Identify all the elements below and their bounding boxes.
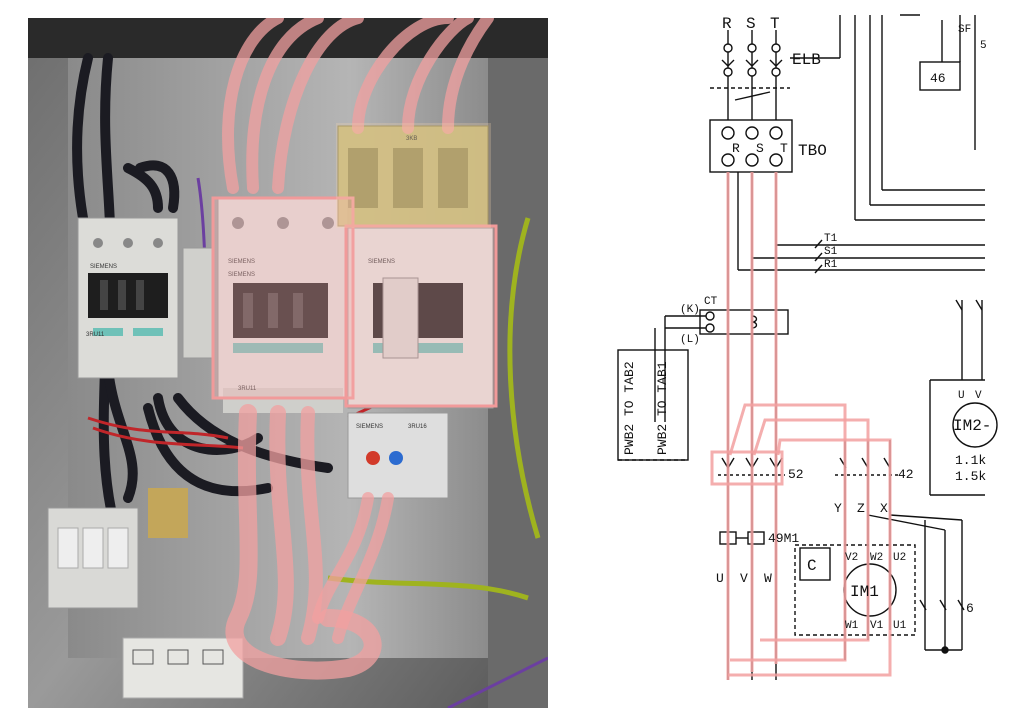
terminal-z: Z — [857, 501, 865, 516]
control-panel-photo: SIEMENS SIEMENS SIEMENS 3KB SIEMENS — [28, 18, 548, 708]
terminal-x: X — [880, 501, 888, 516]
five-label: 5 — [980, 40, 987, 52]
brand-label-4: SIEMENS — [356, 424, 383, 430]
contactor-52: 52 — [788, 467, 804, 482]
terminal-v: V — [740, 571, 748, 586]
tap-t1: T1 — [824, 233, 838, 245]
terminal-w: W — [764, 571, 772, 586]
top-label: 3KB — [406, 136, 417, 142]
ct-k-label: (K) — [680, 304, 700, 316]
motor-u1: U1 — [893, 620, 907, 632]
tbo-label: TBO — [798, 142, 827, 160]
pwb-right-label: PWB2 TO TAB1 — [655, 361, 670, 455]
motor-u2: U2 — [893, 552, 906, 564]
motor-w1: W1 — [845, 620, 859, 632]
model-label-2: 3RU16 — [408, 424, 427, 430]
tb-s: S — [756, 141, 764, 156]
contactor-6: 6 — [966, 601, 974, 616]
tap-r1: R1 — [824, 259, 838, 271]
ct-l-label: (L) — [680, 334, 700, 346]
phase-r: R — [722, 15, 732, 33]
model-label-1: 3RU11 — [86, 332, 105, 338]
motor-v2: V2 — [845, 552, 858, 564]
ct-label: CT — [704, 296, 718, 308]
brand-label-1: SIEMENS — [90, 264, 117, 270]
im2-terminal-v: V — [975, 390, 982, 402]
motor-v1: V1 — [870, 620, 884, 632]
motor-w2: W2 — [870, 552, 883, 564]
brand-label-3: SIEMENS — [368, 259, 395, 265]
motor-im1: IM1 — [850, 583, 879, 601]
tap-s1: S1 — [824, 246, 838, 258]
rating-2: 1.5k — [955, 469, 986, 484]
model-label-3: 3RU11 — [238, 386, 257, 392]
terminal-y: Y — [834, 501, 842, 516]
brand-label-2: SIEMENS — [228, 259, 255, 265]
brand-label-5: SIEMENS — [228, 272, 255, 278]
relay-46: 46 — [930, 71, 946, 86]
im2-terminal-u: U — [958, 390, 965, 402]
contactor-42: 42 — [898, 467, 914, 482]
tb-t: T — [780, 141, 788, 156]
phase-t: T — [770, 15, 780, 33]
c-box-label: C — [807, 557, 817, 575]
pwb-left-label: PWB2 TO TAB2 — [622, 361, 637, 455]
rating-1: 1.1k — [955, 453, 986, 468]
elb-label: ELB — [792, 51, 821, 69]
overload-49m1: 49M1 — [768, 531, 799, 546]
sf-label: SF — [958, 24, 971, 36]
motor-im2: IM2- — [953, 417, 991, 435]
phase-s: S — [746, 15, 756, 33]
tb-r: R — [732, 141, 740, 156]
terminal-u: U — [716, 571, 724, 586]
